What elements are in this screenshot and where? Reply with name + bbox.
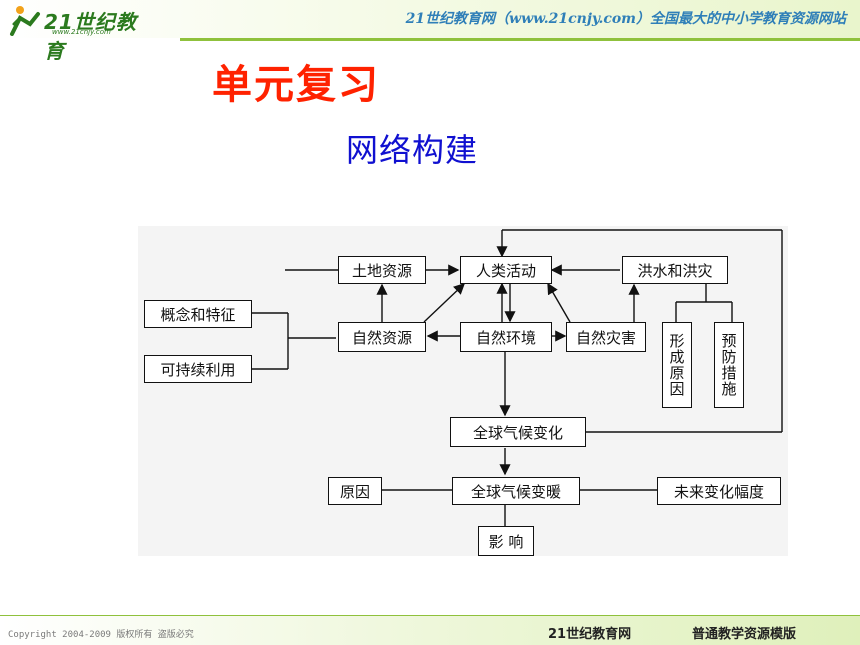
- node-future-change: 未来变化幅度: [657, 477, 781, 505]
- node-cause: 原因: [328, 477, 382, 505]
- slide-subtitle: 网络构建: [346, 131, 479, 169]
- concept-map-connectors: [252, 229, 783, 526]
- footer-copyright: Copyright 2004-2009 版权所有 盗版必究: [8, 630, 194, 640]
- node-concept: 概念和特征: [144, 300, 252, 328]
- slide-title: 单元复习: [212, 62, 380, 108]
- node-flood-causes: 形成原因: [662, 322, 692, 408]
- header-divider: [180, 38, 860, 41]
- node-global-warming: 全球气候变暖: [452, 477, 580, 505]
- runner-logo-icon: [10, 6, 40, 36]
- node-natural-environment: 自然环境: [460, 322, 552, 352]
- node-natural-disaster: 自然灾害: [566, 322, 646, 352]
- node-human-activity: 人类活动: [460, 256, 552, 284]
- site-logo[interactable]: 21世纪教育 www.21cnjy.com: [8, 4, 148, 63]
- edge-disaster-human: [547, 282, 571, 323]
- logo-text: 21世纪教育: [44, 10, 137, 63]
- footer-template-name: 普通教学资源模版: [692, 627, 797, 642]
- node-climate-change: 全球气候变化: [450, 417, 586, 447]
- node-land-resources: 土地资源: [338, 256, 426, 284]
- footer-brand[interactable]: 21世纪教育网: [548, 627, 632, 642]
- footer-bar: [0, 616, 860, 645]
- node-flood-prevention: 预防措施: [714, 322, 744, 408]
- concept-map: 土地资源 人类活动 洪水和洪灾 概念和特征 可持续利用 自然资源 自然环境 自然…: [138, 226, 788, 556]
- node-impact: 影 响: [478, 526, 534, 556]
- header-slogan: 21世纪教育网（www.21cnjy.com）全国最大的中小学教育资源网站: [405, 11, 846, 27]
- node-sustainable: 可持续利用: [144, 355, 252, 383]
- node-flood: 洪水和洪灾: [622, 256, 728, 284]
- node-natural-resources: 自然资源: [338, 322, 426, 352]
- logo-url: www.21cnjy.com: [52, 28, 111, 36]
- edge-resources-human: [423, 283, 466, 323]
- header-banner: [0, 0, 860, 38]
